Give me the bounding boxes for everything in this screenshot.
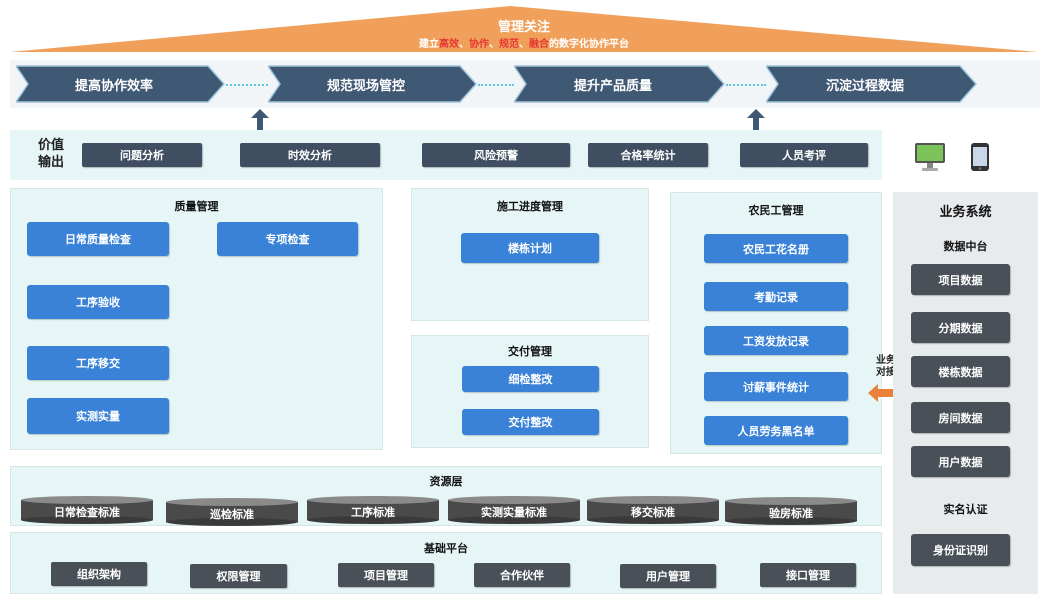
process-acceptance-button[interactable]: 工序验收 bbox=[27, 285, 169, 319]
worker-roster-button[interactable]: 农民工花名册 bbox=[704, 234, 848, 263]
construction-schedule-title: 施工进度管理 bbox=[497, 200, 563, 213]
goal-label: 规范现场管控 bbox=[326, 78, 405, 94]
roof-triangle bbox=[10, 6, 1038, 52]
delivery-management-title: 交付管理 bbox=[508, 345, 552, 358]
special-check-button[interactable]: 专项检查 bbox=[217, 222, 358, 256]
interface-management-button[interactable]: 接口管理 bbox=[760, 563, 856, 587]
phase-data-button[interactable]: 分期数据 bbox=[911, 312, 1010, 343]
value-item-timeliness-analysis[interactable]: 时效分析 bbox=[240, 143, 380, 167]
migrant-worker-panel: 农民工管理 bbox=[670, 192, 882, 454]
wage-payment-record-button[interactable]: 工资发放记录 bbox=[704, 326, 848, 355]
building-data-button[interactable]: 楼栋数据 bbox=[911, 356, 1010, 387]
actual-measurement-button[interactable]: 实测实量 bbox=[27, 398, 169, 434]
org-structure-button[interactable]: 组织架构 bbox=[51, 562, 147, 586]
dotted-connector bbox=[226, 84, 268, 86]
quality-management-title: 质量管理 bbox=[174, 200, 219, 213]
user-management-button[interactable]: 用户管理 bbox=[620, 564, 716, 588]
resource-standard-label: 日常检查标准 bbox=[54, 506, 120, 519]
id-card-recognition-button[interactable]: 身份证识别 bbox=[911, 534, 1010, 566]
roof-title: 管理关注 bbox=[497, 20, 550, 35]
value-item-staff-evaluation[interactable]: 人员考评 bbox=[740, 143, 868, 167]
roof-subtitle: 建立高效、协作、规范、融合的数字化协作平台 bbox=[419, 39, 629, 50]
building-plan-button[interactable]: 楼栋计划 bbox=[461, 233, 599, 263]
business-system-panel bbox=[893, 192, 1038, 594]
resource-standard-cylinder[interactable]: 移交标准 bbox=[587, 496, 719, 524]
dotted-connector bbox=[478, 84, 514, 86]
resource-standard-label: 验房标准 bbox=[769, 507, 813, 520]
resource-standard-label: 移交标准 bbox=[631, 506, 675, 519]
base-platform-panel: 基础平台 bbox=[10, 532, 882, 594]
goal-chevron: 规范现场管控 bbox=[266, 64, 478, 104]
goal-chevron: 提升产品质量 bbox=[512, 64, 726, 104]
data-middle-platform-title: 数据中台 bbox=[943, 240, 988, 253]
process-handover-button[interactable]: 工序移交 bbox=[27, 346, 169, 380]
project-management-button[interactable]: 项目管理 bbox=[338, 563, 434, 587]
migrant-worker-title: 农民工管理 bbox=[748, 204, 804, 217]
daily-quality-check-button[interactable]: 日常质量检查 bbox=[27, 222, 169, 256]
project-data-button[interactable]: 项目数据 bbox=[911, 264, 1010, 295]
goal-chevron: 沉淀过程数据 bbox=[764, 64, 978, 104]
real-name-auth-title: 实名认证 bbox=[943, 503, 988, 516]
detailed-rectification-button[interactable]: 细检整改 bbox=[462, 366, 599, 392]
resource-standard-label: 工序标准 bbox=[351, 506, 395, 519]
desktop-monitor-icon bbox=[915, 143, 945, 171]
value-item-problem-analysis[interactable]: 问题分析 bbox=[82, 143, 202, 167]
business-docking-label: 业务 对接 bbox=[876, 355, 896, 378]
resource-standard-label: 巡检标准 bbox=[210, 508, 254, 521]
mobile-phone-icon bbox=[971, 143, 989, 171]
user-data-button[interactable]: 用户数据 bbox=[911, 446, 1010, 477]
resource-standard-cylinder[interactable]: 实测实量标准 bbox=[448, 496, 580, 524]
delivery-rectification-button[interactable]: 交付整改 bbox=[462, 409, 599, 435]
partners-button[interactable]: 合作伙伴 bbox=[474, 563, 570, 587]
value-item-risk-warning[interactable]: 风险预警 bbox=[422, 143, 570, 167]
resource-standard-cylinder[interactable]: 巡检标准 bbox=[166, 498, 298, 526]
goals-band: 提高协作效率 规范现场管控 提升产品质量 沉淀过程数据 bbox=[10, 60, 1040, 108]
resource-standard-cylinder[interactable]: 日常检查标准 bbox=[21, 496, 153, 524]
base-platform-title: 基础平台 bbox=[424, 542, 468, 555]
resource-layer-title: 资源层 bbox=[429, 475, 463, 488]
goal-label: 提高协作效率 bbox=[74, 78, 153, 94]
value-item-pass-rate[interactable]: 合格率统计 bbox=[588, 143, 708, 167]
attendance-record-button[interactable]: 考勤记录 bbox=[704, 282, 848, 311]
room-data-button[interactable]: 房间数据 bbox=[911, 402, 1010, 433]
labor-blacklist-button[interactable]: 人员劳务黑名单 bbox=[704, 416, 848, 445]
goal-chevron: 提高协作效率 bbox=[14, 64, 226, 104]
permission-management-button[interactable]: 权限管理 bbox=[190, 564, 287, 588]
business-system-title: 业务系统 bbox=[939, 205, 992, 220]
resource-standard-label: 实测实量标准 bbox=[481, 506, 547, 519]
dotted-connector bbox=[726, 84, 766, 86]
goal-label: 提升产品质量 bbox=[573, 78, 652, 94]
goal-label: 沉淀过程数据 bbox=[825, 78, 904, 94]
resource-standard-cylinder[interactable]: 工序标准 bbox=[307, 496, 439, 524]
resource-standard-cylinder[interactable]: 验房标准 bbox=[725, 497, 857, 525]
value-output-label: 价值 输出 bbox=[38, 138, 65, 170]
wage-dispute-stats-button[interactable]: 讨薪事件统计 bbox=[704, 372, 848, 401]
